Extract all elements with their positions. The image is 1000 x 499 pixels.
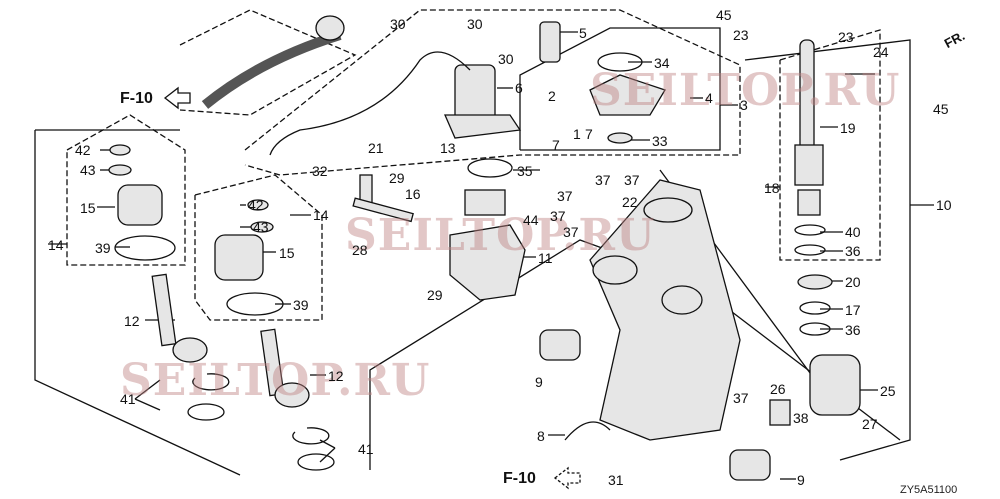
callout: 15 <box>80 200 96 216</box>
callout: 29 <box>389 170 405 186</box>
callout: 32 <box>312 163 328 179</box>
callout: 22 <box>622 194 638 210</box>
callout: 9 <box>797 472 805 488</box>
callout: 16 <box>405 186 421 202</box>
callout: 17 <box>845 302 861 318</box>
callout: 37 <box>624 172 640 188</box>
callout: 40 <box>845 224 861 240</box>
watermark: SEILTOP.RU <box>590 65 901 116</box>
callout: 3 <box>740 97 748 113</box>
callout: 13 <box>440 140 456 156</box>
callout: 15 <box>279 245 295 261</box>
callout: 18 <box>764 180 780 196</box>
callout: 7 <box>552 137 560 153</box>
callout: 37 <box>733 390 749 406</box>
callout: 43 <box>80 162 96 178</box>
callout: 23 <box>838 29 854 45</box>
callout: 28 <box>352 242 368 258</box>
ref-f10-bottom: F-10 <box>503 470 536 487</box>
callout: 11 <box>538 250 553 266</box>
callout: 33 <box>652 133 668 149</box>
callout: 1 <box>573 126 581 142</box>
callout: 26 <box>770 381 786 397</box>
callout: 5 <box>579 25 587 41</box>
callout: 21 <box>368 140 384 156</box>
callout: 45 <box>933 101 949 117</box>
callout: 35 <box>517 163 533 179</box>
callout: 14 <box>313 207 329 223</box>
diagram-code: ZY5A51100 <box>900 484 958 496</box>
callout: 29 <box>427 287 443 303</box>
callout: 12 <box>124 313 140 329</box>
callout: 23 <box>733 27 749 43</box>
callout: 9 <box>535 374 543 390</box>
callout: 19 <box>840 120 856 136</box>
callout: 37 <box>557 188 573 204</box>
callout: 30 <box>390 16 406 32</box>
callout: 7 <box>585 126 593 142</box>
callout: 4 <box>705 90 713 106</box>
callout: 45 <box>716 7 732 23</box>
callout: 24 <box>873 44 889 60</box>
callout: 42 <box>248 197 264 213</box>
callout: 37 <box>595 172 611 188</box>
callout: 43 <box>253 219 269 235</box>
callout: 31 <box>608 472 624 488</box>
watermark: SEILTOP.RU <box>120 355 431 406</box>
ref-f10-top: F-10 <box>120 90 153 107</box>
callout: 12 <box>328 368 344 384</box>
callout: 20 <box>845 274 861 290</box>
callout: 27 <box>862 416 878 432</box>
callout: 10 <box>936 197 952 213</box>
callout: 8 <box>537 428 545 444</box>
callout: 36 <box>845 322 861 338</box>
callout: 6 <box>515 80 523 96</box>
callout: 30 <box>498 51 514 67</box>
callout: 42 <box>75 142 91 158</box>
callout: 39 <box>293 297 309 313</box>
callout: 37 <box>563 224 579 240</box>
callout: 37 <box>550 208 566 224</box>
callout: 2 <box>548 88 556 104</box>
callout: 41 <box>120 391 136 407</box>
callout: 25 <box>880 383 896 399</box>
callout: 39 <box>95 240 111 256</box>
callout: 14 <box>48 237 64 253</box>
callout: 34 <box>654 55 670 71</box>
callout: 30 <box>467 16 483 32</box>
callout: 36 <box>845 243 861 259</box>
callout: 38 <box>793 410 809 426</box>
callout: 41 <box>358 441 374 457</box>
callout: 44 <box>523 212 539 228</box>
watermark: SEILTOP.RU <box>345 210 656 261</box>
